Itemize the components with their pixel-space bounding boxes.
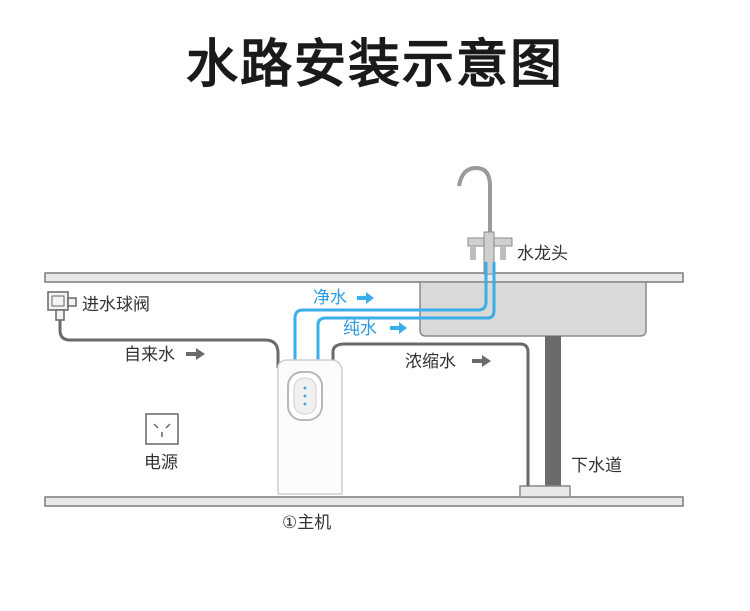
arrow-right-icon — [186, 348, 205, 360]
purifier-host — [277, 359, 343, 495]
inlet-valve-icon — [47, 291, 77, 321]
power-outlet-icon — [145, 413, 179, 445]
tap-water-pipe — [58, 320, 280, 368]
concentrate-pipe — [331, 342, 530, 486]
label-tap-water: 自来水 — [124, 345, 175, 365]
label-pure-water-top: 净水 — [313, 288, 347, 308]
drain-base — [519, 485, 571, 498]
label-faucet: 水龙头 — [517, 244, 568, 264]
drain-pipe — [545, 336, 561, 488]
countertop — [44, 272, 684, 283]
label-power: 电源 — [144, 453, 178, 473]
label-concentrate: 浓缩水 — [405, 352, 456, 372]
label-pure-water: 纯水 — [343, 319, 377, 339]
pure-water-pipe-outer — [293, 262, 488, 368]
arrow-right-icon — [390, 322, 407, 334]
sink-basin — [419, 281, 647, 337]
diagram-title: 水路安装示意图 — [185, 35, 564, 95]
label-drain: 下水道 — [571, 456, 622, 476]
arrow-right-icon — [357, 292, 374, 304]
arrow-right-icon — [472, 355, 491, 367]
faucet-icon — [457, 165, 513, 275]
pure-water-pipe-inner — [316, 262, 496, 368]
label-inlet-valve: 进水球阀 — [82, 295, 150, 315]
label-host: ①主机 — [282, 513, 332, 533]
cabinet-floor — [44, 496, 684, 507]
